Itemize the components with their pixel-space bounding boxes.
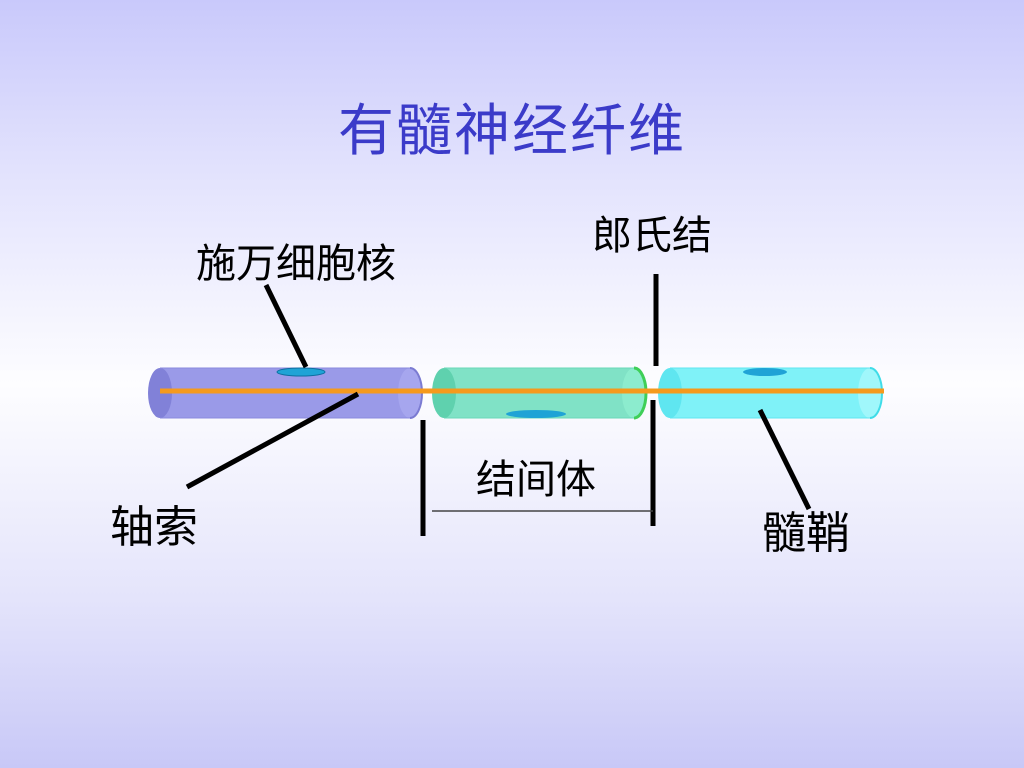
schwann-nucleus-3 [743,368,787,376]
node-of-ranvier-label: 郎氏结 [592,213,712,259]
schwann-nucleus-2 [506,410,566,418]
schwann-nucleus-leader [263,283,309,369]
myelin-sheath-label: 髓鞘 [762,508,850,559]
axon-leader [185,391,360,490]
internode-label: 结间体 [476,457,596,503]
schwann-nucleus-1 [276,367,326,377]
slide-title: 有髓神经纤维 [338,99,686,164]
schwann-nucleus-label: 施万细胞核 [196,241,396,287]
axon-label: 轴索 [110,502,198,553]
myelin-sheath-leader [757,408,812,511]
